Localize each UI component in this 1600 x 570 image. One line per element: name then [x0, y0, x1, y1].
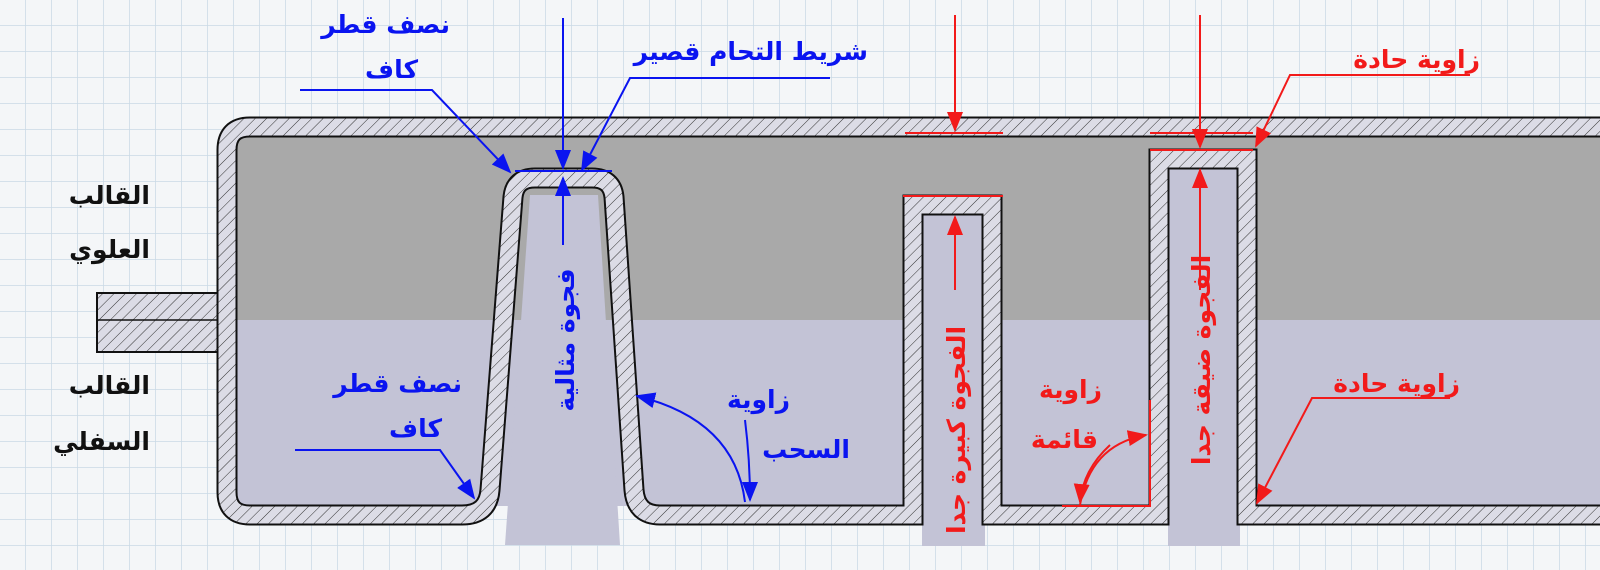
radius-bottom-leader [295, 449, 476, 500]
rib-ideal-core [505, 195, 620, 545]
short-weld-line-label: شريط التحام قصير [632, 37, 868, 67]
right-angle-label-line1: زاوية [1039, 375, 1102, 405]
red-annotations [903, 15, 1470, 507]
blue-annotations [295, 18, 830, 503]
lower-mold-label-line2: السفلي [53, 427, 150, 456]
sharp-corner-top-label: زاوية حادة [1353, 45, 1480, 75]
radius-top-leader [300, 89, 512, 174]
upper-mold-label-line2: العلوي [69, 235, 150, 265]
upper-mold-label-line1: القالب [69, 181, 150, 210]
draft-angle-label-line1: زاوية [727, 385, 790, 415]
sharp-corner-bottom-label: زاوية حادة [1333, 369, 1460, 399]
sharp-corner-bottom-leader [1256, 397, 1450, 505]
lower-mold-label-line1: القالب [69, 371, 150, 400]
ideal-gap-label: فجوة مثالية [551, 268, 581, 411]
gap-too-large-label: الفجوة كبيرة جدا [942, 326, 972, 534]
right-angle-label-line2: قائمة [1031, 425, 1098, 454]
radius-bottom-label-line2: كاف [389, 414, 442, 443]
draft-angle-label-line2: السحب [762, 435, 850, 464]
radius-top-label-line2: كاف [365, 55, 418, 84]
sprue [96, 292, 228, 353]
gap-too-narrow-label: الفجوة ضيقة جدا [1187, 255, 1217, 465]
sharp-corner-top-leader [1255, 74, 1470, 148]
radius-top-label-line1: نصف قطر [319, 10, 450, 40]
part-shell [216, 116, 1600, 526]
radius-bottom-label-line1: نصف قطر [331, 369, 462, 399]
weld-line-leader [581, 77, 830, 172]
rib-wide-core [922, 214, 985, 546]
rib-narrow-core [1168, 168, 1240, 546]
right-angle-lines [1062, 400, 1151, 507]
draft-angle-arc [635, 392, 746, 503]
